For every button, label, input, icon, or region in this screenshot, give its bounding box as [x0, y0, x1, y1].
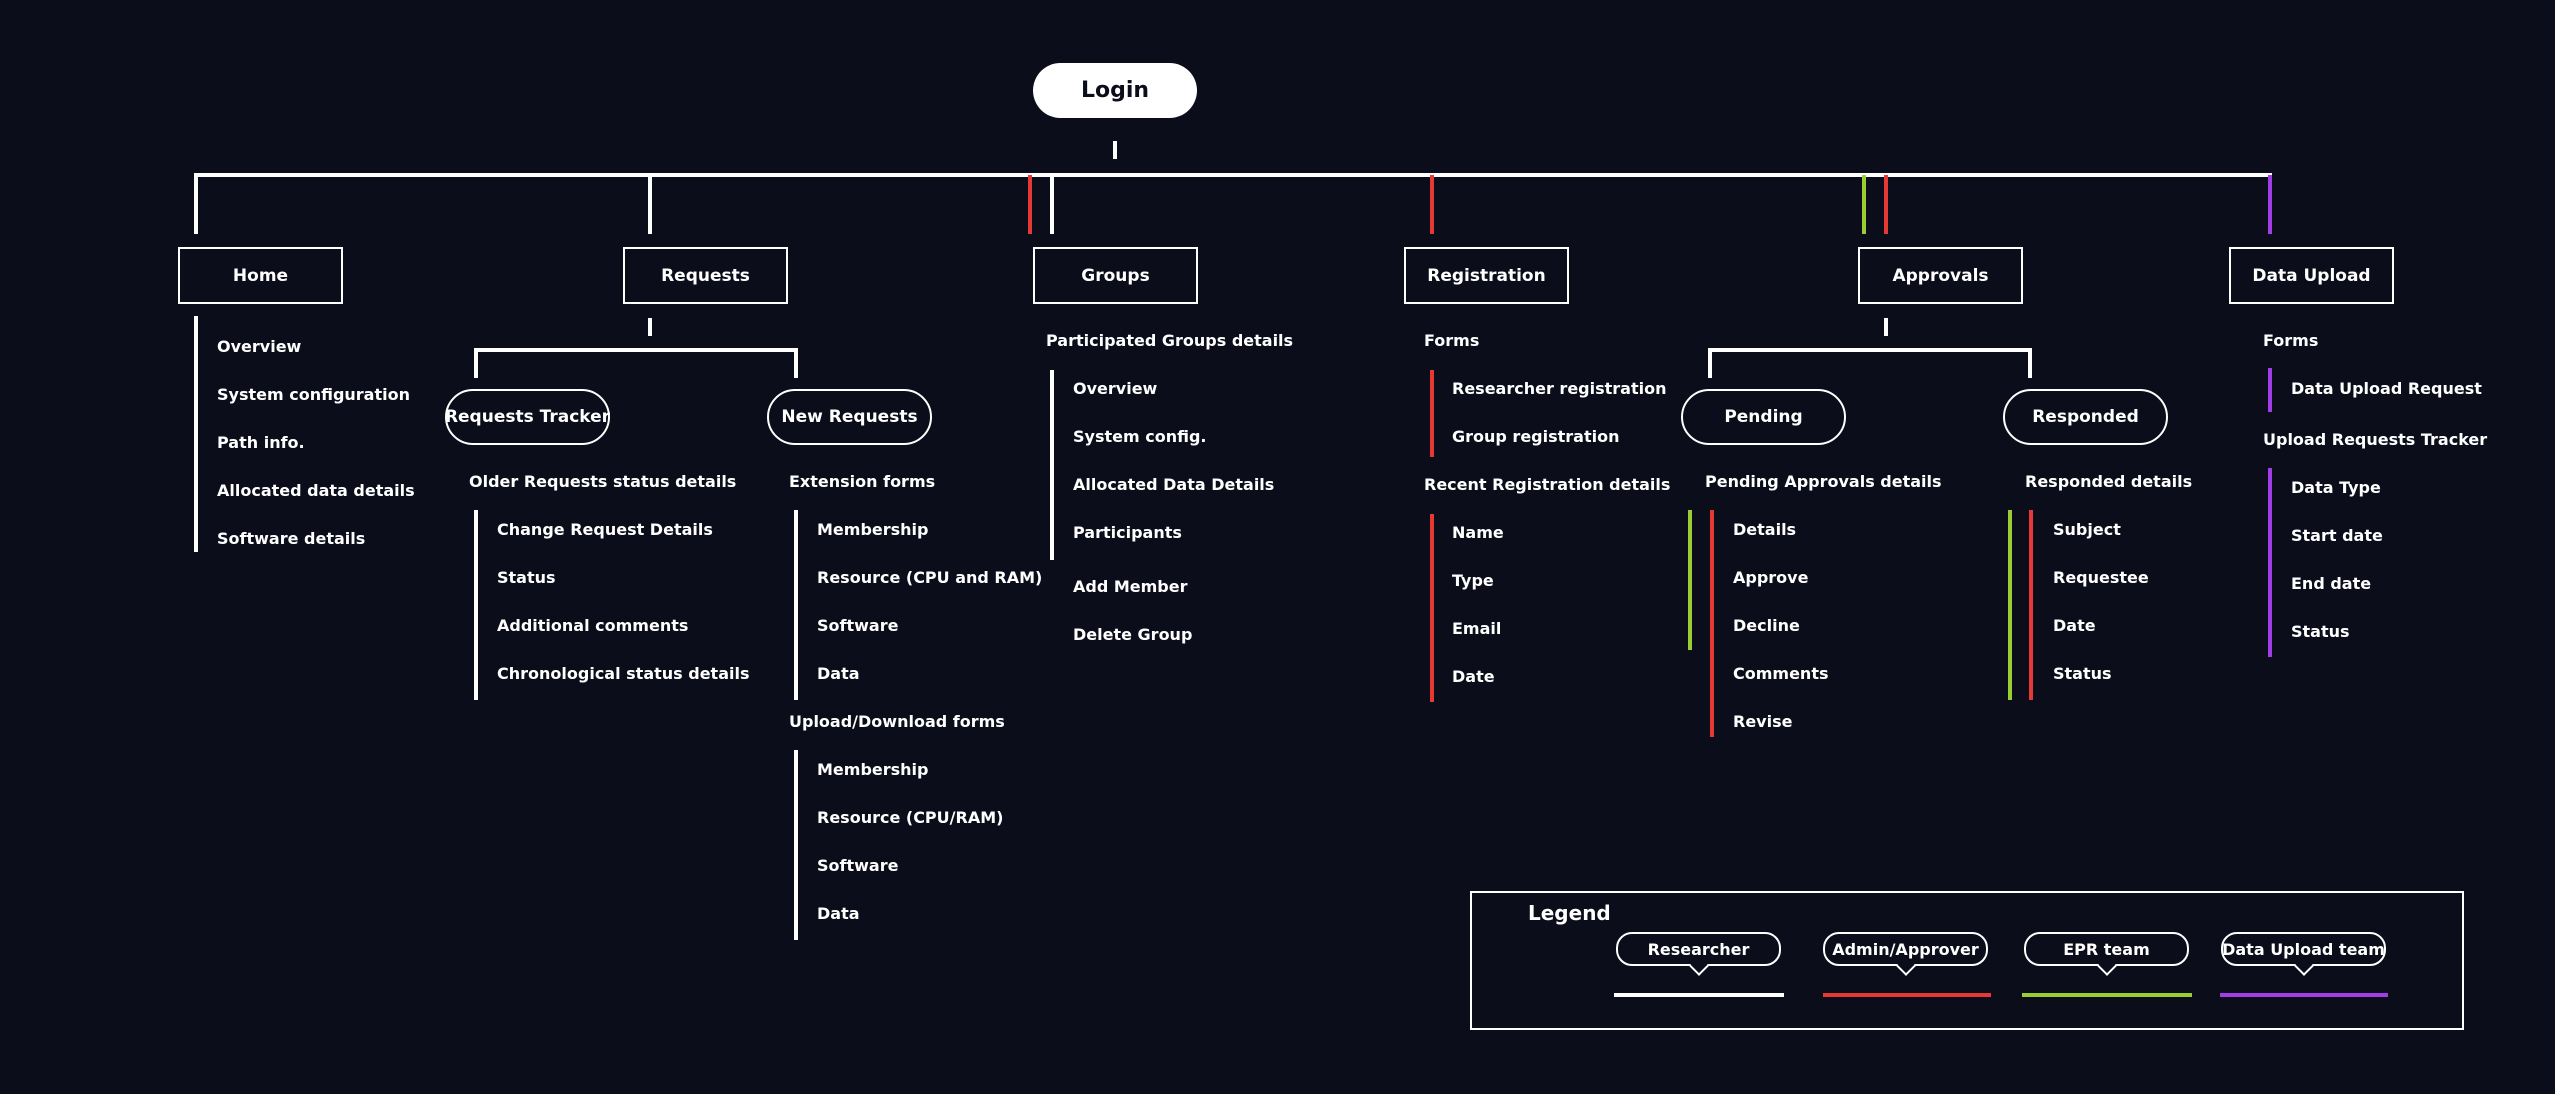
- upload-item: Membership: [817, 760, 929, 779]
- upload-heading: Upload/Download forms: [789, 712, 1005, 731]
- reg-recent-item: Date: [1452, 667, 1495, 686]
- reg-recent-item: Type: [1452, 571, 1494, 590]
- extension-heading: Extension forms: [789, 472, 936, 491]
- groups-item: Allocated Data Details: [1073, 475, 1275, 494]
- reg-forms-heading: Forms: [1424, 331, 1480, 350]
- pending-node: Pending: [1681, 389, 1846, 445]
- pending-item: Approve: [1733, 568, 1809, 587]
- legend-data-upload-team-label: Data Upload team: [2221, 932, 2386, 966]
- extension-item: Data: [817, 664, 860, 683]
- groups-item: Participants: [1073, 523, 1182, 542]
- data-upload-node: Data Upload: [2229, 247, 2394, 304]
- legend-title: Legend: [1528, 901, 1611, 925]
- upload-tracker-item: End date: [2291, 574, 2372, 593]
- reg-recent-item: Email: [1452, 619, 1502, 638]
- legend-researcher-label: Researcher: [1616, 932, 1781, 966]
- extension-item: Software: [817, 616, 899, 635]
- home-item: Path info.: [217, 433, 305, 452]
- responded-heading: Responded details: [2025, 472, 2193, 491]
- reg-recent-heading: Recent Registration details: [1424, 475, 1671, 494]
- pending-item: Details: [1733, 520, 1797, 539]
- add-member-action: Add Member: [1073, 577, 1188, 596]
- tracker-item: Status: [497, 568, 556, 587]
- legend-admin-approver-label: Admin/Approver: [1823, 932, 1988, 966]
- groups-item: Overview: [1073, 379, 1158, 398]
- pending-item: Comments: [1733, 664, 1829, 683]
- upload-item: Resource (CPU/RAM): [817, 808, 1004, 827]
- responded-node: Responded: [2003, 389, 2168, 445]
- upload-tracker-item: Data Type: [2291, 478, 2381, 497]
- requests-tracker-node: Requests Tracker: [445, 389, 610, 445]
- extension-item: Resource (CPU and RAM): [817, 568, 1043, 587]
- responded-item: Date: [2053, 616, 2096, 635]
- tracker-item: Chronological status details: [497, 664, 750, 683]
- home-item: Overview: [217, 337, 302, 356]
- legend: [1470, 891, 2464, 1030]
- responded-item: Subject: [2053, 520, 2121, 539]
- upload-item: Data: [817, 904, 860, 923]
- groups-item: System config.: [1073, 427, 1207, 446]
- upload-forms-item: Data Upload Request: [2291, 379, 2482, 398]
- upload-tracker-heading: Upload Requests Tracker: [2263, 430, 2488, 449]
- requests-node: Requests: [623, 247, 788, 304]
- upload-forms-heading: Forms: [2263, 331, 2319, 350]
- login-node: Login: [1033, 63, 1197, 118]
- responded-item: Status: [2053, 664, 2112, 683]
- home-item: System configuration: [217, 385, 410, 404]
- reg-recent-item: Name: [1452, 523, 1504, 542]
- delete-group-action: Delete Group: [1073, 625, 1193, 644]
- upload-tracker-item: Start date: [2291, 526, 2383, 545]
- home-node: Home: [178, 247, 343, 304]
- pending-item: Decline: [1733, 616, 1800, 635]
- home-item: Software details: [217, 529, 366, 548]
- groups-node: Groups: [1033, 247, 1198, 304]
- upload-item: Software: [817, 856, 899, 875]
- tracker-item: Additional comments: [497, 616, 689, 635]
- approvals-node: Approvals: [1858, 247, 2023, 304]
- reg-forms-item: Researcher registration: [1452, 379, 1667, 398]
- pending-item: Revise: [1733, 712, 1793, 731]
- legend-data-upload-team-swatch: [2220, 993, 2388, 997]
- upload-tracker-item: Status: [2291, 622, 2350, 641]
- tracker-heading: Older Requests status details: [469, 472, 737, 491]
- extension-item: Membership: [817, 520, 929, 539]
- responded-item: Requestee: [2053, 568, 2149, 587]
- legend-admin-approver-swatch: [1823, 993, 1991, 997]
- new-requests-node: New Requests: [767, 389, 932, 445]
- pending-heading: Pending Approvals details: [1705, 472, 1942, 491]
- home-item: Allocated data details: [217, 481, 415, 500]
- reg-forms-item: Group registration: [1452, 427, 1620, 446]
- groups-heading: Participated Groups details: [1046, 331, 1294, 350]
- legend-epr-team-label: EPR team: [2024, 932, 2189, 966]
- registration-node: Registration: [1404, 247, 1569, 304]
- legend-researcher-swatch: [1614, 993, 1784, 997]
- legend-epr-team-swatch: [2022, 993, 2192, 997]
- tracker-item: Change Request Details: [497, 520, 713, 539]
